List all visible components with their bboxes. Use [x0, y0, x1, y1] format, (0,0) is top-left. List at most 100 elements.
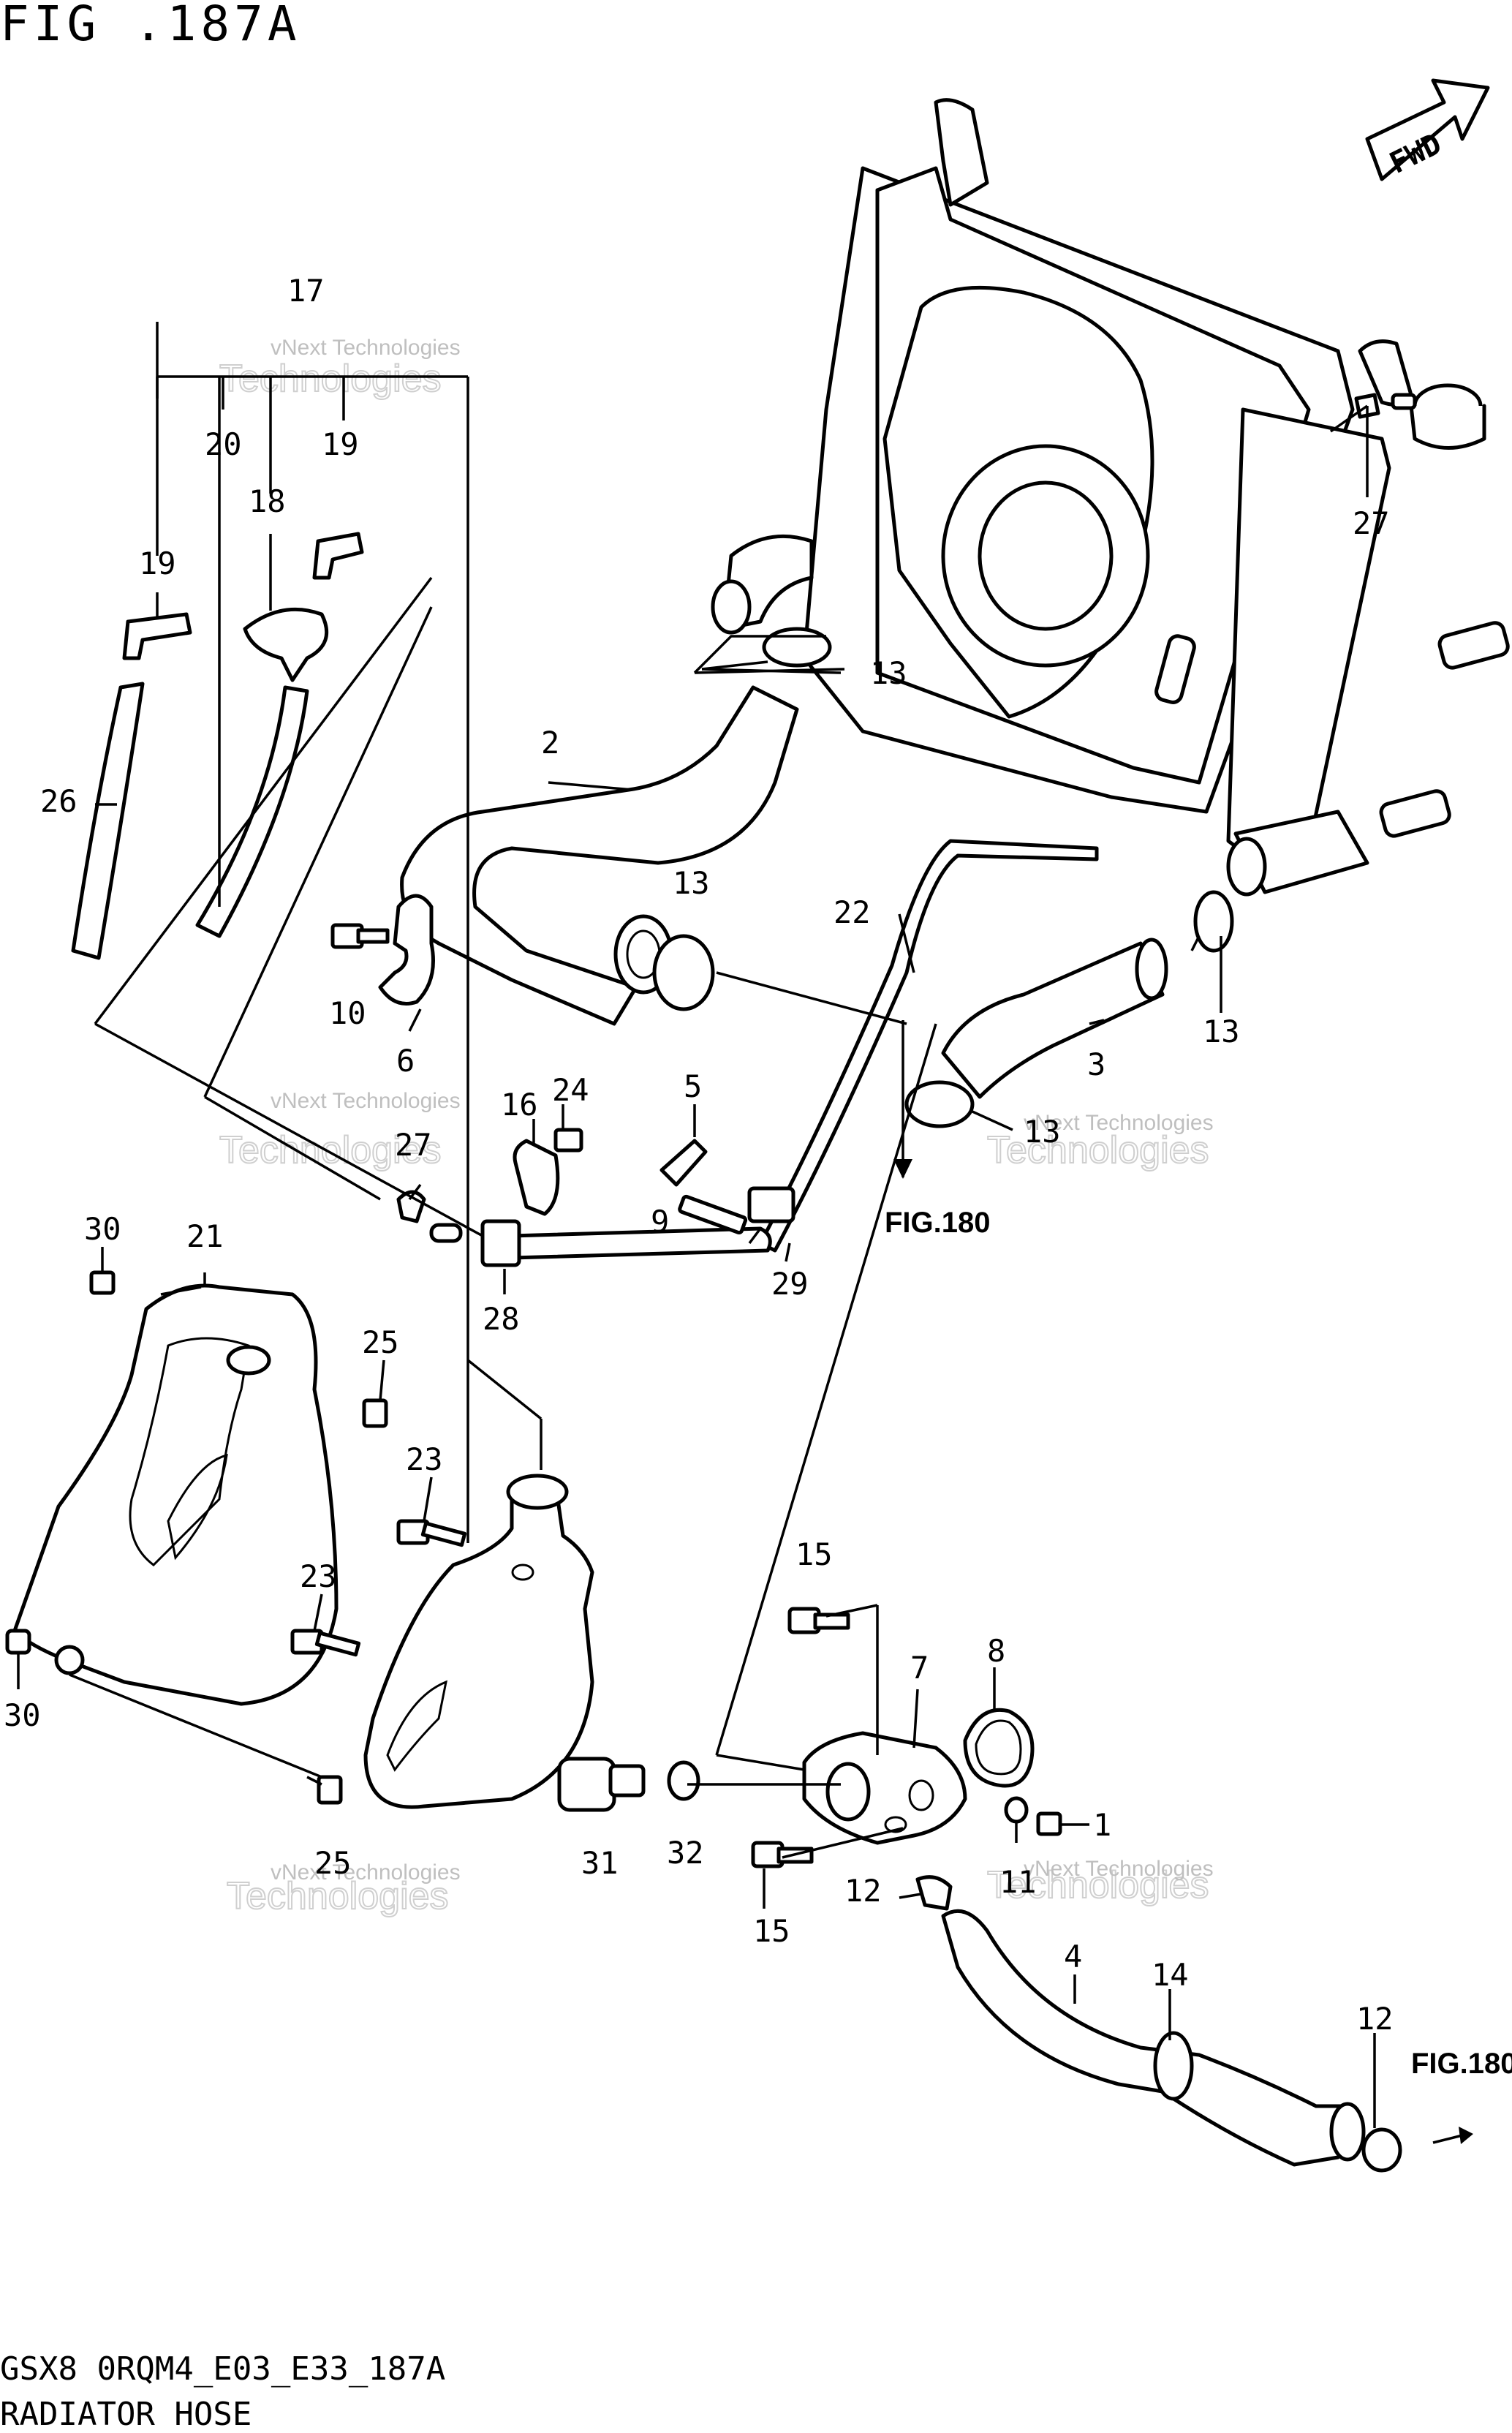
watermark-text: Technologies — [219, 1129, 442, 1172]
callout-12: 12 — [844, 1873, 882, 1909]
callout-22: 22 — [834, 894, 871, 930]
arrow-line — [1432, 2134, 1463, 2144]
reservoir-cover — [12, 1283, 339, 1706]
fig180-reference: FIG.180 — [885, 1207, 991, 1239]
diagram-code: GSX8 0RQM4_E03_E33_187A — [0, 2350, 446, 2388]
hose-clamp — [1193, 890, 1234, 953]
hose-clamp — [1361, 2127, 1402, 2173]
callout-18: 18 — [249, 483, 286, 519]
callout-29: 29 — [771, 1266, 809, 1302]
callout-7: 7 — [910, 1650, 929, 1686]
clip — [362, 1398, 388, 1428]
callout-27: 27 — [395, 1127, 432, 1163]
overflow-hose — [510, 1226, 772, 1260]
callout-9: 9 — [651, 1204, 669, 1240]
callout-6: 6 — [396, 1043, 415, 1079]
clip — [317, 1775, 343, 1805]
drain-hose — [71, 682, 145, 960]
clip — [1391, 393, 1417, 410]
radiator-assembly — [711, 98, 1510, 897]
callout-3: 3 — [1087, 1046, 1105, 1082]
callout-16: 16 — [501, 1087, 538, 1123]
callout-15: 15 — [795, 1536, 833, 1572]
lower-radiator-hose — [941, 938, 1168, 1099]
callout-31: 31 — [581, 1845, 619, 1881]
hose-clamp — [652, 934, 715, 1011]
nut-icon — [89, 1270, 116, 1295]
watermark-text: Technologies — [227, 1875, 449, 1917]
watermark-text: Technologies — [987, 1864, 1209, 1906]
bolt-icon — [420, 1521, 467, 1547]
temperature-sensor — [557, 1757, 646, 1812]
bolt-icon — [553, 1128, 583, 1153]
watermark-text: vNext Technologies — [1024, 1111, 1214, 1135]
bolt-icon — [314, 1631, 361, 1657]
callout-15: 15 — [753, 1913, 790, 1949]
callout-13: 13 — [1024, 1114, 1061, 1150]
bolt-icon — [1036, 1811, 1062, 1836]
water-pump-hose — [941, 1909, 1366, 2167]
hose-clip — [747, 1186, 795, 1223]
watermark-text: Technologies — [219, 358, 442, 400]
breather-hose — [195, 685, 309, 938]
callout-13: 13 — [870, 655, 907, 691]
watermark-text: Technologies — [987, 1129, 1209, 1172]
callout-10: 10 — [329, 995, 366, 1031]
callout-27: 27 — [1353, 505, 1390, 541]
clip — [429, 1223, 463, 1243]
callout-17: 17 — [287, 273, 325, 309]
bracket — [513, 1139, 560, 1216]
leader-lines — [693, 635, 826, 674]
hose-clip — [480, 1219, 521, 1267]
watermark-text: vNext Technologies — [271, 336, 461, 360]
gasket — [975, 1719, 1022, 1776]
callout-11: 11 — [999, 1864, 1037, 1900]
watermark-text: vNext Technologies — [271, 1860, 461, 1885]
diagram-name: RADIATOR HOSE — [0, 2396, 252, 2433]
upper-radiator-hose — [400, 685, 799, 1026]
figure-title: FIG .187A — [0, 0, 301, 52]
washer — [667, 1760, 700, 1801]
down-arrow-icon — [893, 1159, 912, 1179]
watermark-text: vNext Technologies — [1024, 1857, 1214, 1881]
callout-28: 28 — [483, 1301, 520, 1337]
callout-19: 19 — [322, 426, 359, 462]
callout-4: 4 — [1064, 1939, 1082, 1974]
callout-8: 8 — [987, 1633, 1005, 1669]
hose-clamp — [762, 627, 832, 668]
nut-icon — [5, 1629, 31, 1655]
callout-13: 13 — [1203, 1014, 1240, 1049]
watermark-text: vNext Technologies — [271, 1089, 461, 1113]
callout-20: 20 — [205, 426, 242, 462]
washer — [1004, 1796, 1029, 1824]
leader-lines — [17, 322, 1376, 2128]
mounting-bracket — [378, 894, 435, 1006]
callout-12: 12 — [1356, 2001, 1394, 2037]
callout-23: 23 — [300, 1558, 337, 1594]
hose-fitting — [122, 612, 192, 660]
breather-cap — [243, 607, 329, 682]
callout-21: 21 — [186, 1218, 224, 1254]
callout-30: 30 — [84, 1211, 121, 1247]
hose-clamp — [904, 1080, 975, 1128]
callout-13: 13 — [673, 865, 710, 901]
bolt-icon — [356, 928, 390, 944]
callout-25: 25 — [362, 1324, 399, 1360]
fwd-arrow-icon: FWD — [1365, 78, 1490, 181]
callout-5: 5 — [684, 1068, 702, 1104]
callout-23: 23 — [406, 1441, 443, 1477]
hose-clamp — [915, 1875, 953, 1911]
coolant-reservoir-tank — [363, 1474, 594, 1809]
hose-fitting — [312, 532, 364, 580]
callout-26: 26 — [40, 783, 78, 819]
bolt-icon — [813, 1612, 850, 1630]
stay-plate — [659, 1139, 708, 1187]
hose-clamp — [1153, 2031, 1194, 2101]
callout-19: 19 — [139, 546, 176, 581]
fig180-reference: FIG.180 — [1411, 2048, 1512, 2080]
callout-24: 24 — [552, 1072, 589, 1108]
callout-25: 25 — [314, 1845, 352, 1881]
callout-32: 32 — [667, 1835, 704, 1871]
